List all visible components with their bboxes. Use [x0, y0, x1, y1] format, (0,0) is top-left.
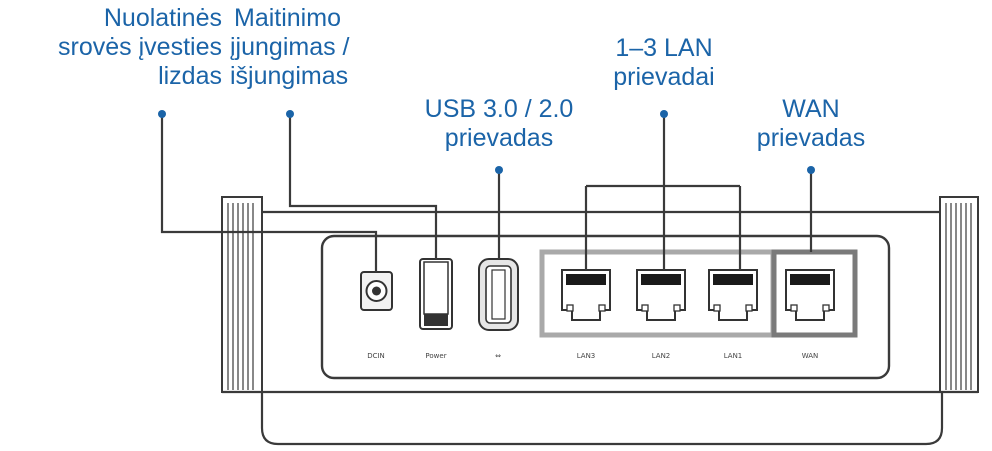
right-vent-fin	[939, 196, 979, 393]
power-switch	[419, 258, 453, 330]
callout-wan-line-2: prievadas	[756, 124, 866, 152]
usb-port	[478, 258, 519, 331]
router-body-outline	[222, 210, 978, 446]
callout-lan-line-1: 1–3 LAN	[615, 34, 713, 62]
callout-wan: WAN prievadas	[736, 95, 886, 153]
callout-dcin-line-3: lizdas	[158, 62, 222, 90]
callout-power-line-2: įjungimas /	[230, 33, 350, 61]
port-label-lan3: LAN3	[577, 352, 596, 360]
port-label-lan2: LAN2	[652, 352, 671, 360]
leader-dot-power	[286, 110, 294, 118]
callout-power: Maitinimo įjungimas / išjungimas	[230, 4, 350, 91]
port-label-lan1: LAN1	[724, 352, 743, 360]
leader-dot-lan	[660, 110, 668, 118]
callout-lan-line-2: prievadai	[613, 63, 715, 91]
leader-dot-dcin	[158, 110, 166, 118]
ethernet-port-lan3	[561, 269, 611, 321]
callout-power-line-1: Maitinimo	[234, 4, 341, 32]
ethernet-port-lan1	[708, 269, 758, 321]
callout-dcin-line-2: srovės įvesties	[58, 33, 222, 61]
ethernet-port-wan	[785, 269, 835, 321]
callout-usb-line-2: prievadas	[444, 124, 554, 152]
port-label-power: Power	[425, 352, 446, 360]
port-label-usb: ⇔	[495, 352, 501, 360]
port-label-wan: WAN	[802, 352, 819, 360]
leader-line-power	[288, 114, 438, 259]
callout-usb-line-1: USB 3.0 / 2.0	[424, 95, 574, 123]
leader-dot-wan	[807, 166, 815, 174]
leader-line-lan	[584, 114, 742, 270]
port-label-dcin: DCIN	[367, 352, 385, 360]
callout-dcin: Nuolatinės srovės įvesties lizdas	[58, 4, 222, 91]
dcin-jack	[360, 271, 393, 311]
leader-dot-usb	[495, 166, 503, 174]
callout-lan: 1–3 LAN prievadai	[584, 34, 744, 92]
callout-power-line-3: išjungimas	[230, 62, 349, 90]
callout-wan-line-1: WAN	[782, 95, 840, 123]
leader-line-dcin	[160, 114, 378, 272]
callout-dcin-line-1: Nuolatinės	[103, 4, 222, 32]
wan-frame	[771, 249, 858, 338]
left-vent-fin	[221, 196, 263, 393]
ethernet-port-lan2	[636, 269, 686, 321]
callout-usb: USB 3.0 / 2.0 prievadas	[399, 95, 599, 153]
